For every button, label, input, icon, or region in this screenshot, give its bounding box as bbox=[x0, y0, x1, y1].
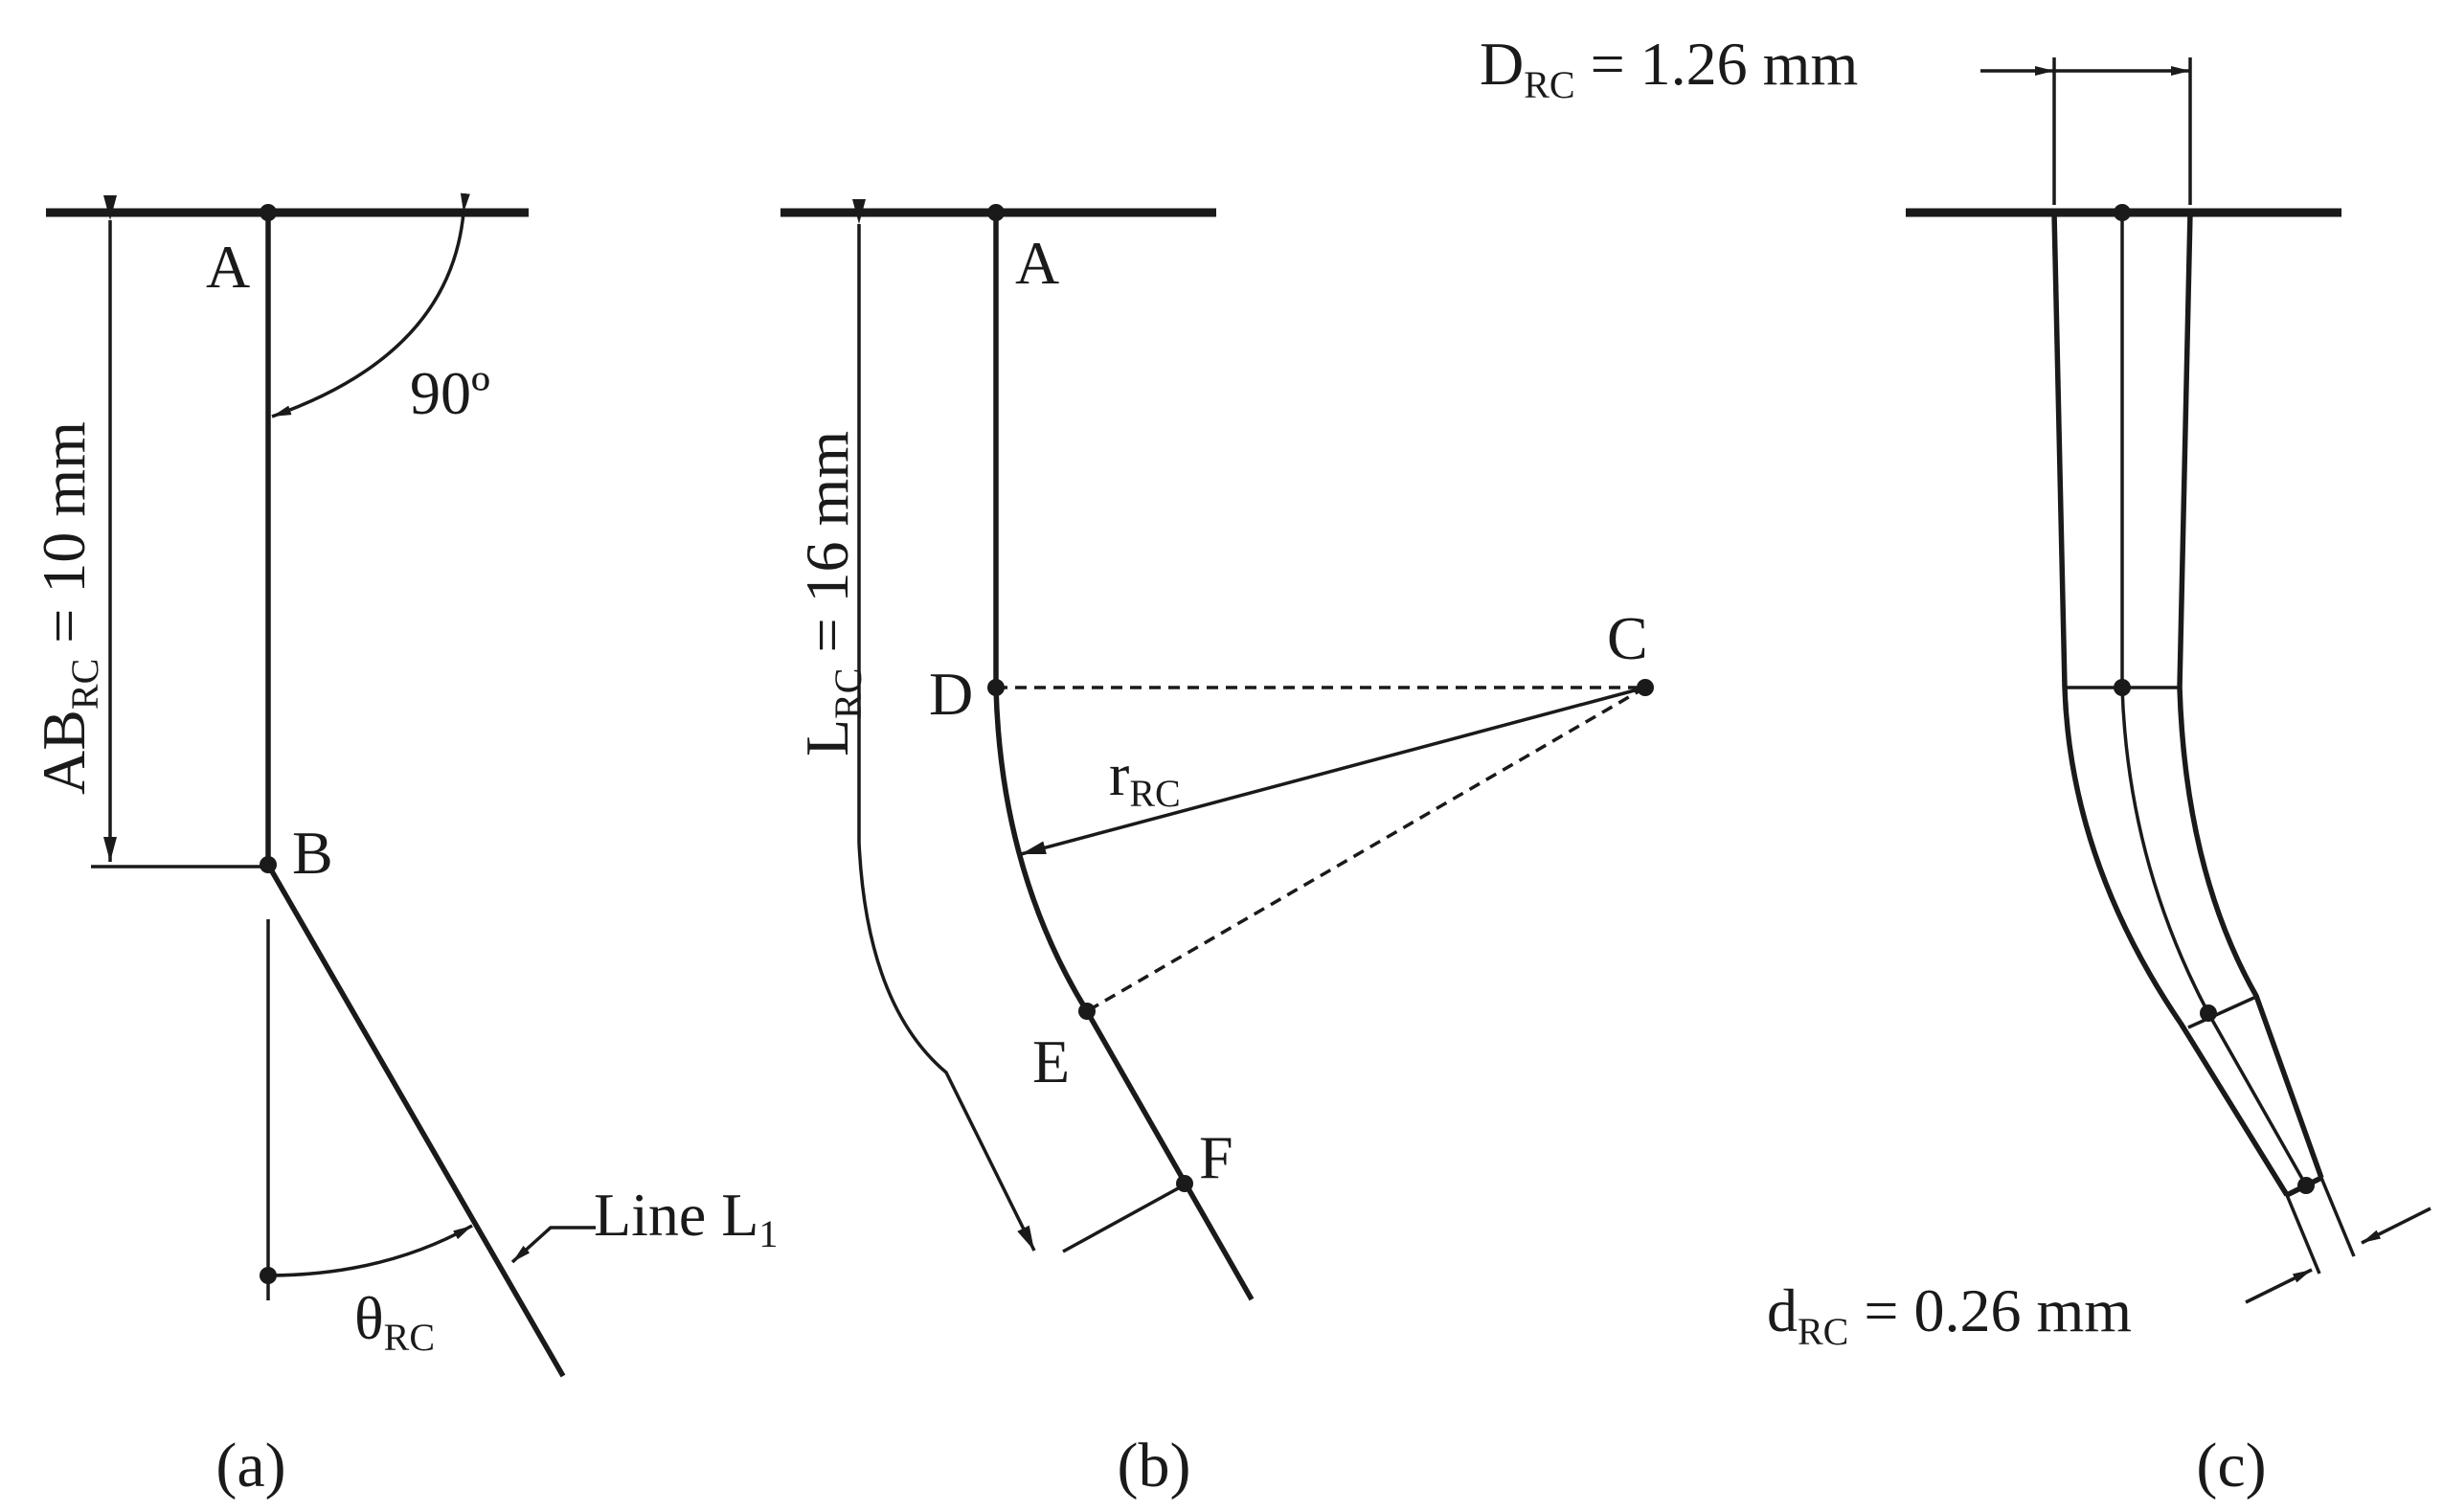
panel-c-point-e bbox=[2200, 1004, 2217, 1022]
ab-main: AB bbox=[30, 710, 98, 795]
svg-text:LRC = 16 mm: LRC = 16 mm bbox=[793, 431, 870, 756]
panel-b: A C D E F rRC LRC = 16 mm (b) bbox=[780, 199, 1654, 1501]
l-value: = 16 mm bbox=[793, 431, 861, 668]
panel-b-apical-segment bbox=[1084, 1009, 1255, 1301]
panel-c-d-arrow-left bbox=[2245, 1268, 2313, 1304]
panel-b-radius-arrow bbox=[1020, 686, 1646, 856]
panel-c-caption: (c) bbox=[2196, 1431, 2266, 1501]
panel-b-radius-to-e bbox=[1086, 686, 1646, 1013]
panel-c-point-d bbox=[2114, 679, 2131, 696]
panel-b-length-dimension bbox=[852, 199, 1036, 1252]
panel-a-point-a bbox=[260, 204, 277, 221]
panel-b-point-f bbox=[1176, 1175, 1193, 1192]
panel-b-label-c: C bbox=[1607, 604, 1648, 672]
panel-a-label-b: B bbox=[292, 819, 333, 887]
panel-b-label-d: D bbox=[929, 660, 973, 728]
panel-a-caption: (a) bbox=[215, 1431, 285, 1501]
panel-a-ab-label: ABRC = 10 mm bbox=[30, 421, 106, 795]
panel-c-point-f bbox=[2297, 1177, 2315, 1194]
panel-c: DRC = 1.26 mm dRC = 0.26 mm (c) bbox=[1480, 30, 2432, 1501]
l-sub: RC bbox=[826, 668, 870, 719]
panel-c-right-wall-straight bbox=[2177, 212, 2193, 688]
panel-c-D-label: DRC = 1.26 mm bbox=[1480, 30, 1858, 106]
panel-b-radius-label: rRC bbox=[1109, 740, 1181, 815]
panel-c-d-label: dRC = 0.26 mm bbox=[1767, 1276, 2132, 1353]
svg-text:ABRC = 10 mm: ABRC = 10 mm bbox=[30, 421, 106, 795]
panel-c-section-e bbox=[2187, 994, 2259, 1029]
panel-b-point-c bbox=[1637, 679, 1654, 696]
panel-c-right-wall-curved bbox=[2177, 687, 2324, 1179]
panel-a: A B 90º ABRC = 10 mm θRC Line L1 (a) bbox=[30, 192, 778, 1501]
panel-b-point-d bbox=[987, 679, 1005, 696]
panel-a-l1-leader bbox=[510, 1226, 596, 1264]
panel-c-d-extension-left bbox=[2285, 1194, 2321, 1275]
ab-value: = 10 mm bbox=[30, 421, 98, 659]
panel-b-label-a: A bbox=[1015, 229, 1059, 297]
panel-c-centerline-curved bbox=[2120, 687, 2308, 1186]
panel-c-d-extension-right bbox=[2319, 1177, 2356, 1257]
panel-b-point-a bbox=[987, 204, 1005, 221]
panel-c-point-a bbox=[2114, 204, 2131, 221]
panel-b-caption: (b) bbox=[1118, 1431, 1191, 1501]
panel-b-length-label: LRC = 16 mm bbox=[793, 431, 870, 756]
panel-b-length-extension bbox=[1062, 1185, 1181, 1253]
panel-a-line-l1-label: Line L1 bbox=[594, 1181, 778, 1255]
panel-b-label-e: E bbox=[1032, 1027, 1070, 1095]
panel-a-line-l1 bbox=[265, 863, 566, 1378]
panel-b-label-f: F bbox=[1199, 1123, 1233, 1191]
ab-sub: RC bbox=[63, 659, 106, 710]
l-main: L bbox=[793, 719, 861, 756]
panel-a-label-a: A bbox=[206, 233, 250, 301]
panel-b-point-e bbox=[1078, 1003, 1096, 1020]
panel-a-theta-label: θRC bbox=[354, 1284, 435, 1359]
panel-a-theta-arc bbox=[267, 1224, 473, 1277]
panel-a-right-angle-arc bbox=[271, 192, 470, 418]
panel-c-left-wall-curved bbox=[2062, 687, 2290, 1197]
panel-a-angle-label: 90º bbox=[410, 359, 490, 427]
panel-c-left-wall-straight bbox=[2051, 212, 2068, 688]
panel-c-d-arrow-right bbox=[2361, 1207, 2432, 1245]
